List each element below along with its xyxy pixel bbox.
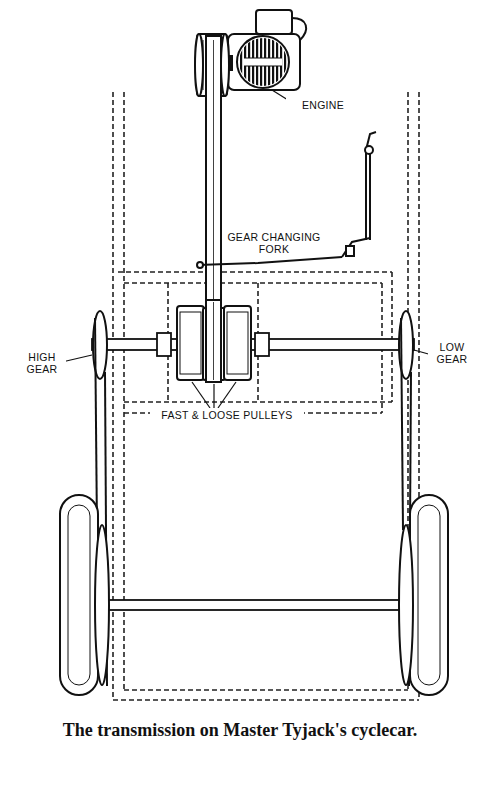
fast-loose-pulleys-part: [177, 306, 204, 380]
rear-wheels-part: [95, 525, 109, 685]
gear-changing-lever-part: [346, 246, 354, 256]
chassis-frame-part: [124, 401, 392, 403]
part-label: GEAR CHANGING FORK: [222, 230, 326, 256]
fast-loose-pulleys-part: [213, 302, 214, 380]
figure-caption: The transmission on Master Tyjack's cycl…: [60, 718, 420, 742]
gear-changing-lever-part: [365, 150, 367, 240]
chain-sprockets: [93, 311, 413, 379]
chassis-frame-part: [118, 271, 392, 273]
part-label: FAST & LOOSE PULLEYS: [150, 408, 304, 422]
gear-label: LOW GEAR: [428, 340, 476, 366]
drive-chains-part: [95, 318, 97, 530]
rear-wheels-part: [418, 505, 440, 685]
gear-changing-lever-part: [198, 257, 342, 265]
rear-axle: [106, 600, 402, 610]
gear-changing-lever: [197, 132, 376, 268]
fast-loose-pulleys: [177, 300, 251, 382]
drive-chains-part: [401, 318, 403, 530]
rear-wheels-part: [410, 495, 448, 695]
gear-changing-lever-part: [365, 146, 373, 154]
leader-lines-part: [213, 384, 214, 408]
leader-lines-part: [218, 382, 236, 408]
engine-pulley-part: [195, 34, 203, 96]
leader-lines: [62, 90, 432, 408]
rear-axle-part: [106, 600, 402, 610]
gear-label: HIGH GEAR: [18, 350, 66, 376]
engine: [226, 10, 306, 90]
chassis-frame-part: [124, 282, 382, 284]
engine-pulley-part: [203, 40, 204, 90]
leader-lines-part: [192, 382, 210, 408]
engine-part: [292, 18, 306, 40]
rear-wheels: [60, 495, 448, 695]
gear-changing-lever-part: [342, 238, 370, 257]
countershaft: [92, 333, 414, 356]
drive-chains: [95, 318, 411, 686]
engine-part: [228, 34, 300, 90]
fast-loose-pulleys-part: [180, 312, 201, 374]
engine-part: [244, 58, 282, 59]
chassis-frame-part: [124, 689, 408, 691]
countershaft-part: [255, 333, 269, 356]
engine-part: [239, 38, 287, 86]
countershaft-part: [157, 333, 171, 356]
rear-wheels-part: [399, 525, 413, 685]
engine-part: [244, 58, 282, 66]
countershaft-part: [92, 339, 414, 350]
engine-part: [256, 10, 292, 34]
rear-wheels-part: [68, 505, 90, 685]
engine-pulley-part: [221, 34, 229, 96]
engine-part: [244, 66, 282, 67]
chassis-frame-part: [391, 272, 393, 402]
engine-label: ENGINE: [286, 98, 360, 112]
leader-lines-part: [62, 355, 92, 362]
fast-loose-pulleys-part: [224, 306, 251, 380]
gear-changing-lever-part: [197, 262, 203, 268]
rear-wheels-part: [60, 495, 98, 695]
gear-changing-lever-part: [369, 150, 371, 240]
fast-loose-pulleys-part: [227, 312, 248, 374]
fast-loose-pulleys-part: [206, 300, 221, 382]
chassis-frame-part: [113, 699, 419, 701]
engine-part: [237, 36, 289, 88]
